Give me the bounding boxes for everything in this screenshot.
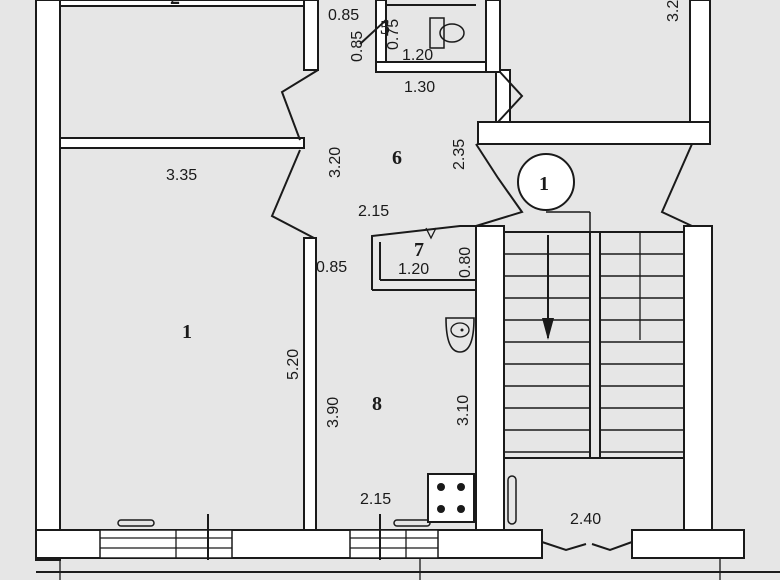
dim-partial-right: 3.2 (665, 0, 682, 22)
sink-icon (445, 317, 475, 353)
dim-310: 3.10 (455, 395, 472, 426)
closet-walls (371, 225, 476, 291)
dim-520: 5.20 (285, 349, 302, 380)
dim-320: 3.20 (327, 147, 344, 178)
hall-diagonals (270, 69, 693, 239)
dim-085-top: 0.85 (328, 7, 359, 24)
dim-390: 3.90 (325, 397, 342, 428)
room-number-1: 1 (182, 321, 192, 343)
dim-215-kitchen: 2.15 (360, 491, 391, 508)
window-left-icon (99, 514, 233, 560)
dim-120-wc: 1.20 (402, 47, 433, 64)
dim-130: 1.30 (404, 79, 435, 96)
dim-235: 2.35 (451, 139, 468, 170)
toilet-icon (386, 4, 476, 49)
stove-icon (427, 473, 475, 523)
room-number-6: 6 (392, 147, 402, 169)
stair-circle (517, 153, 575, 211)
stair-number: 1 (539, 173, 549, 195)
dim-085-mid: 0.85 (316, 259, 347, 276)
dim-120-mid: 1.20 (398, 261, 429, 278)
entrance-door-icon (541, 541, 633, 552)
room-number-2-partial: 2 (170, 0, 180, 9)
walls (35, 0, 780, 580)
dim-215-hall: 2.15 (358, 203, 389, 220)
wc-door-icon (359, 19, 387, 45)
room-number-7: 7 (414, 239, 424, 261)
radiator-icon (507, 475, 517, 525)
dim-075: 0.75 (385, 19, 402, 50)
stair-arrow-icon (542, 235, 554, 340)
dim-080: 0.80 (457, 247, 474, 278)
dim-335: 3.35 (166, 167, 197, 184)
dim-240: 2.40 (570, 511, 601, 528)
wc-walls (375, 0, 501, 73)
window-right-icon (349, 514, 439, 560)
dim-085-diag: 0.85 (349, 31, 366, 62)
room-number-8: 8 (372, 393, 382, 415)
closet-marker-icon (425, 227, 437, 240)
room-number-5: 5 (380, 17, 390, 39)
staircase (504, 211, 684, 459)
